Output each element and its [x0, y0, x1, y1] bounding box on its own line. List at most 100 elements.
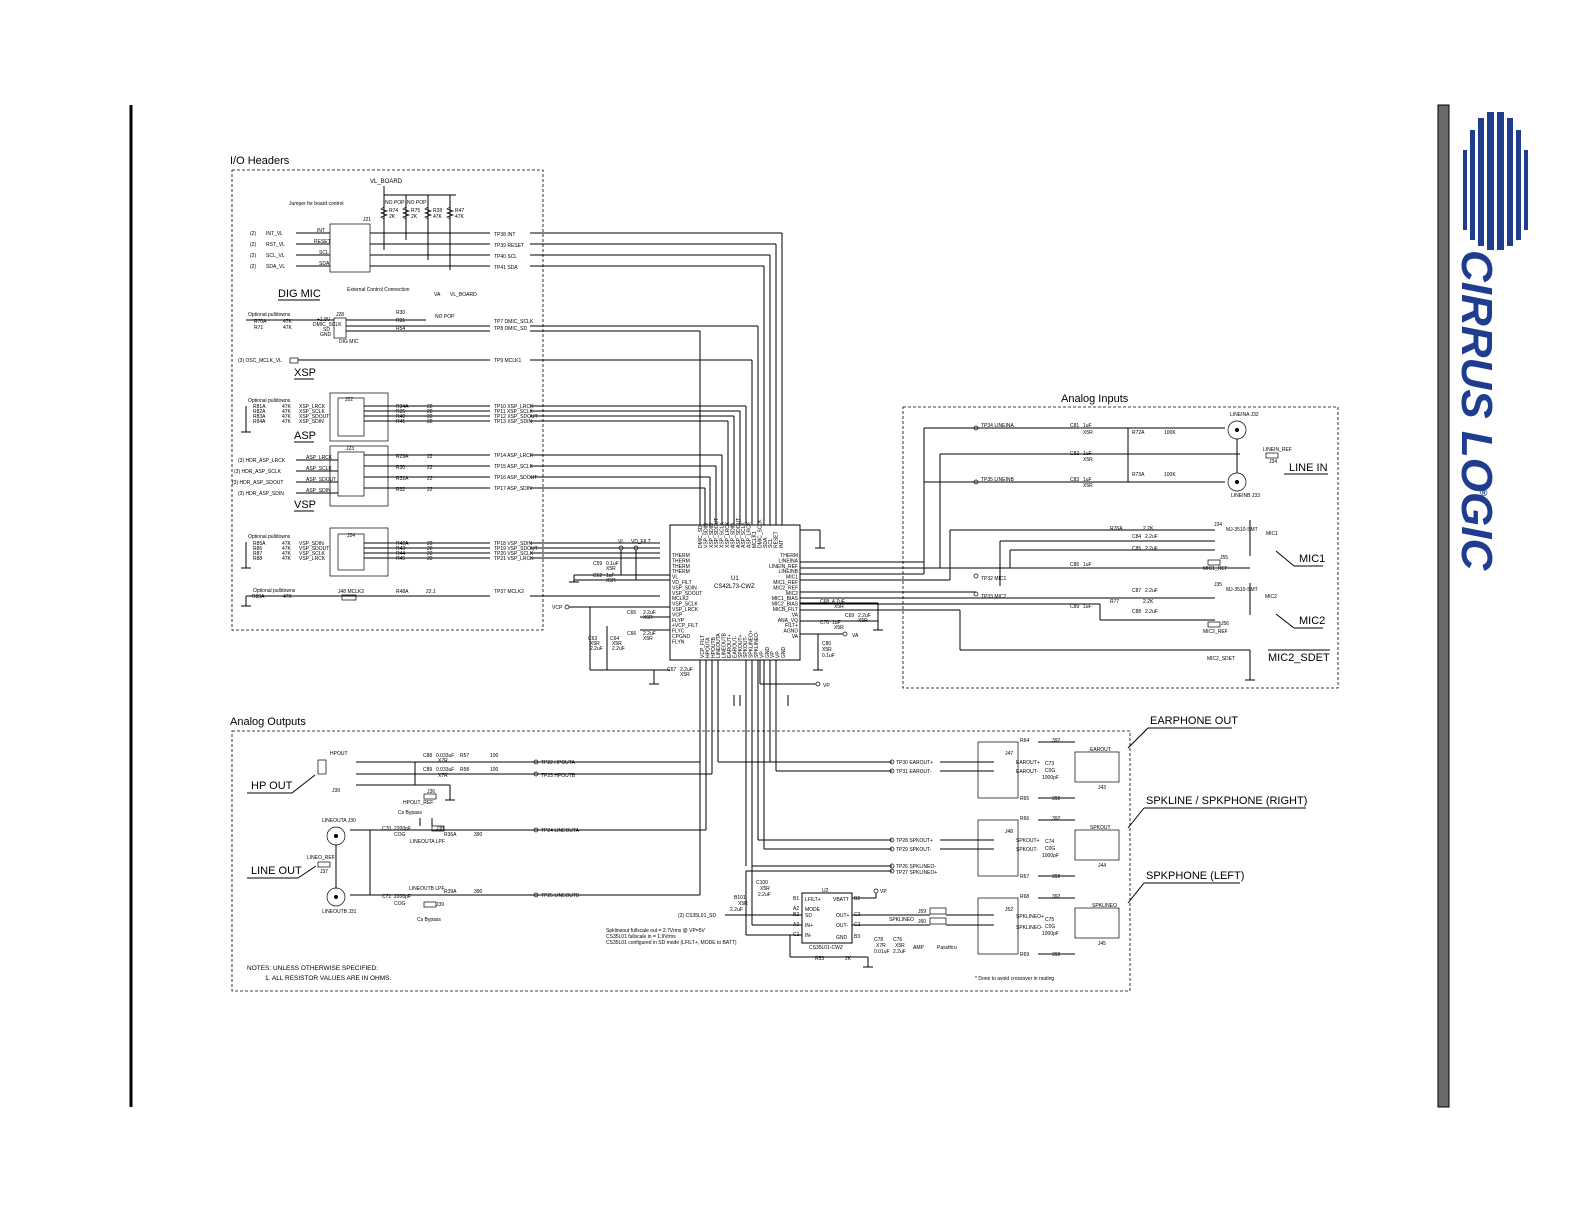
svg-text:R69: R69 [1020, 952, 1029, 958]
svg-text:X5R: X5R [760, 886, 770, 892]
u1-pin-gnd: GND [781, 647, 787, 659]
svg-text:LFILT+: LFILT+ [805, 897, 821, 903]
svg-text:X5R: X5R [1083, 430, 1093, 436]
vl-board-label: VL_BOARD [370, 179, 403, 185]
section-title-analog-inputs: Analog Inputs [1061, 393, 1129, 405]
svg-text:B1: B1 [793, 896, 799, 902]
svg-text:TP33 MIC2: TP33 MIC2 [981, 594, 1007, 600]
svg-text:IN+: IN+ [805, 923, 813, 929]
svg-text:C83: C83 [1070, 477, 1079, 483]
svg-text:EAROUT+: EAROUT+ [1016, 760, 1040, 766]
svg-text:SPKLINEO+: SPKLINEO+ [1016, 914, 1044, 920]
right-title-bar [1437, 104, 1450, 1108]
svg-text:22: 22 [427, 465, 433, 471]
svg-text:2K: 2K [411, 214, 418, 220]
svg-text:J44: J44 [1098, 863, 1106, 869]
svg-text:X5R: X5R [643, 615, 653, 621]
u1-left-pin-labels: THERMTHERMTHERMTHERMVLVD_FILTVSP_SDINVSP… [672, 553, 702, 645]
svg-text:SD: SD [323, 327, 330, 333]
svg-text:2.2uF: 2.2uF [680, 667, 693, 673]
codec-ic-u1: U1 CS42L73-CWZ THERMTHERMTHERMTHERMVLVD_… [552, 518, 883, 689]
svg-text:VD_FILT: VD_FILT [631, 539, 651, 545]
svg-text:TP27 SPKLINEO+: TP27 SPKLINEO+ [896, 870, 937, 876]
svg-text:R66: R66 [1020, 816, 1029, 822]
svg-text:J59: J59 [918, 909, 926, 915]
earphone-out-label: EARPHONE OUT [1150, 715, 1238, 727]
earout-jack [1074, 751, 1120, 783]
svg-text:J52: J52 [1005, 907, 1013, 913]
svg-text:R47: R47 [455, 208, 464, 214]
svg-text:TP24 LINEOUTA: TP24 LINEOUTA [541, 828, 580, 834]
svg-text:NO POP: NO POP [385, 200, 405, 206]
svg-text:MODE: MODE [805, 907, 821, 913]
svg-text:Optional pulldowns: Optional pulldowns [248, 534, 291, 540]
j22-connector [337, 397, 365, 437]
svg-text:2.2uF: 2.2uF [590, 646, 603, 652]
svg-text:MIC2_REF: MIC2_REF [1203, 629, 1228, 635]
xsp-title: XSP [294, 367, 316, 379]
u1-pin-vsp_sdin: VSP_SDIN [703, 523, 709, 548]
svg-text:R58: R58 [460, 767, 469, 773]
svg-text:X5R: X5R [680, 672, 690, 678]
svg-text:C86: C86 [1070, 562, 1079, 568]
svg-text:MJ-3510-SMT: MJ-3510-SMT [1226, 527, 1258, 533]
svg-text:C0G: C0G [1045, 924, 1055, 930]
u1-pin-mic2_bias: MIC2_BIAS [772, 602, 799, 608]
j23-connector [337, 451, 365, 497]
svg-text:R43: R43 [396, 546, 405, 552]
svg-text:J48 MCLK2: J48 MCLK2 [338, 589, 364, 595]
svg-text:22: 22 [427, 414, 433, 420]
svg-text:CS35L01 configured in SD mode: CS35L01 configured in SD mode (LFILT+, M… [606, 940, 737, 946]
svg-text:R84A: R84A [253, 419, 266, 425]
svg-text:C0G: C0G [1045, 768, 1055, 774]
svg-text:22: 22 [427, 454, 433, 460]
svg-text:22: 22 [427, 419, 433, 425]
svg-text:LINEOUTA LPF: LINEOUTA LPF [410, 839, 445, 845]
svg-text:SDA_VL: SDA_VL [266, 264, 285, 270]
svg-text:R42A: R42A [396, 541, 409, 547]
svg-text:ASP_SDIN: ASP_SDIN [306, 488, 331, 494]
svg-text:X5R: X5R [1083, 457, 1093, 463]
u1-part-number: CS42L73-CWZ [714, 584, 755, 590]
svg-text:TP18 VSP_SDIN: TP18 VSP_SDIN [494, 541, 532, 547]
svg-text:VBATT: VBATT [833, 897, 849, 903]
svg-text:VCP: VCP [552, 605, 563, 611]
svg-text:R57: R57 [460, 753, 469, 759]
svg-text:2.2uF: 2.2uF [612, 646, 625, 652]
u2-part-number: CS35L01-CWZ [809, 945, 843, 951]
svg-text:INT: INT [317, 228, 325, 234]
svg-text:LINEIN_REF: LINEIN_REF [1263, 447, 1292, 453]
svg-text:22: 22 [427, 476, 433, 482]
u1-pin-mic2: MIC2 [786, 591, 798, 597]
spkline-right-block: SPKLINE / SPKPHONE (RIGHT) TP28 SPKOUT+ … [758, 795, 1307, 880]
u1-pin-mic1: MIC1 [786, 575, 798, 581]
svg-text:C89: C89 [1070, 604, 1079, 610]
svg-text:ASP_SDOUT: ASP_SDOUT [306, 477, 336, 483]
svg-text:X7R: X7R [876, 943, 886, 949]
svg-text:TP21 VSP_LRCK: TP21 VSP_LRCK [494, 556, 534, 562]
svg-text:R34A: R34A [396, 404, 409, 410]
svg-text:TP11 XSP_SCLK: TP11 XSP_SCLK [494, 409, 533, 415]
u1-pin-spkout-: SPKOUT- [743, 636, 749, 658]
svg-text:MIC1_REF: MIC1_REF [1203, 566, 1228, 572]
svg-text:C75: C75 [1045, 917, 1054, 923]
svg-text:47K: 47K [282, 419, 292, 425]
svg-text:R67: R67 [1020, 874, 1029, 880]
svg-text:TP8 DMIC_SD: TP8 DMIC_SD [494, 326, 527, 332]
svg-text:R72A: R72A [1132, 430, 1145, 436]
u1-pin-vsp_sdout: VSP_SDOUT [672, 591, 702, 597]
notes-title: NOTES: UNLESS OTHERWISE SPECIFIED: [247, 965, 378, 972]
svg-text:C84: C84 [1132, 534, 1141, 540]
svg-text:(2): (2) [250, 231, 256, 237]
u1-pin-dmic_sclk: DMIC_SCLK [757, 519, 763, 548]
svg-text:X7R: X7R [438, 758, 448, 764]
svg-text:C89: C89 [423, 767, 432, 773]
u1-pin-reset: RESET [774, 531, 780, 548]
svg-text:C88: C88 [423, 753, 432, 759]
svg-text:2.2uF: 2.2uF [893, 949, 906, 955]
svg-text:NO POP: NO POP [435, 314, 455, 320]
svg-text:SPKLINEO-: SPKLINEO- [1016, 925, 1043, 931]
svg-text:R70A: R70A [254, 319, 267, 325]
section-title-io-headers: I/O Headers [230, 155, 290, 167]
svg-text:Passthru: Passthru [937, 945, 957, 951]
